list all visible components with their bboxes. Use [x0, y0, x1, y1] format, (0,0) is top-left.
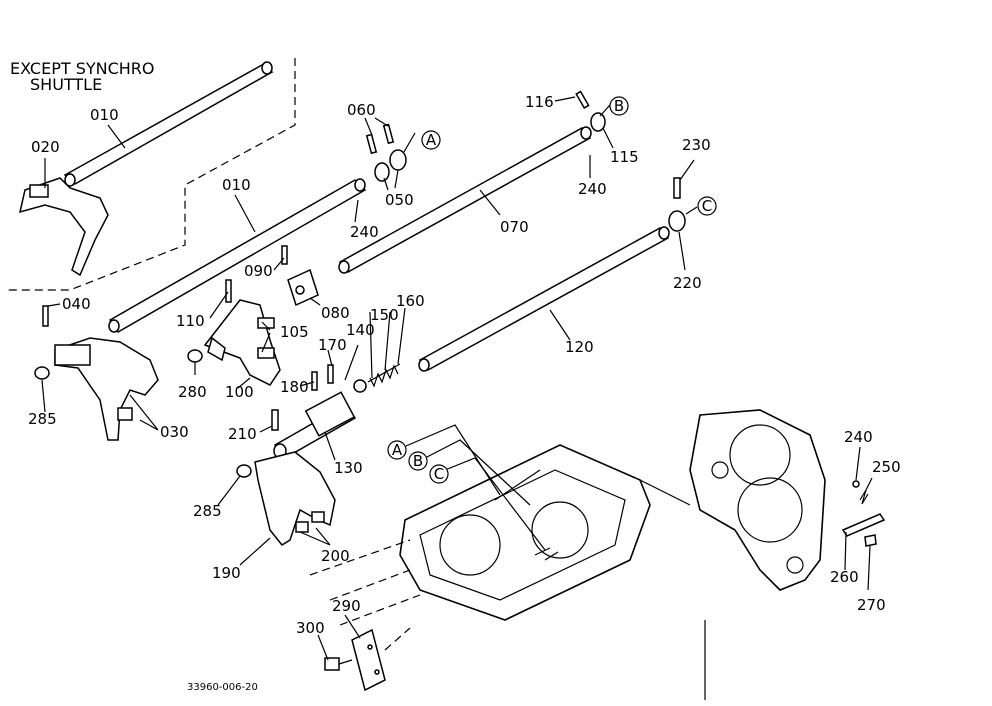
pins-170-180: [311, 364, 334, 391]
callout-070: 070: [500, 218, 529, 236]
callout-280: 280: [178, 383, 207, 401]
shaft-010-lower: [108, 178, 367, 334]
callout-210: 210: [228, 425, 257, 443]
ref-marker-c-case: C: [429, 464, 449, 484]
ref-marker-a-case: A: [387, 440, 407, 460]
callout-180: 180: [280, 378, 309, 396]
pin-040: [42, 305, 49, 327]
ref-marker-b-case: B: [408, 451, 428, 471]
callout-140: 140: [346, 321, 375, 339]
cover-290: [351, 627, 411, 692]
callout-200: 200: [321, 547, 350, 565]
plug-285-upper: [34, 366, 50, 380]
ref-a-case-label: A: [392, 441, 403, 459]
callout-040: 040: [62, 295, 91, 313]
callout-100: 100: [225, 383, 254, 401]
pin-116: [575, 90, 590, 109]
ref-b-case-label: B: [413, 452, 423, 470]
shaft-120: [418, 226, 670, 372]
parts-240-250-260-270: [841, 480, 886, 547]
ref-c-top-label: C: [702, 197, 712, 215]
fork-190: [254, 451, 336, 546]
block-080: [287, 268, 319, 307]
callout-120: 120: [565, 338, 594, 356]
fork-030: [54, 337, 159, 441]
ref-marker-a-top: A: [421, 130, 441, 150]
callout-010-lower: 010: [222, 176, 251, 194]
shaft-010-upper: [63, 61, 274, 187]
ref-a-top-label: A: [426, 131, 437, 149]
callout-060: 060: [347, 101, 376, 119]
callout-230: 230: [682, 136, 711, 154]
callout-160: 160: [396, 292, 425, 310]
callout-090: 090: [244, 262, 273, 280]
bolt-300: [324, 657, 353, 671]
pins-060: [365, 123, 395, 155]
fork-020: [18, 177, 109, 277]
transmission-case: [309, 444, 651, 626]
bushing-220: [668, 210, 686, 232]
bushing-115: [590, 112, 606, 132]
callout-240-a: 240: [350, 223, 379, 241]
pins-090-110: [225, 245, 288, 303]
callout-250: 250: [872, 458, 901, 476]
callout-030: 030: [160, 423, 189, 441]
callout-170: 170: [318, 336, 347, 354]
callout-270: 270: [857, 596, 886, 614]
callout-080: 080: [321, 304, 350, 322]
fork-100: [203, 299, 281, 386]
pin-230: [673, 177, 681, 199]
callout-240-c: 240: [844, 428, 873, 446]
callout-290: 290: [332, 597, 361, 615]
callout-110: 110: [176, 312, 205, 330]
plug-280: [187, 349, 203, 363]
pin-210: [271, 409, 279, 431]
callout-285-lower: 285: [193, 502, 222, 520]
ref-c-case-label: C: [434, 465, 444, 483]
drawing-number: 33960-006-20: [187, 682, 258, 693]
ref-marker-b-top: B: [609, 96, 629, 116]
callout-105: 105: [280, 323, 309, 341]
note-line-1: EXCEPT SYNCHRO: [10, 59, 155, 78]
callout-260: 260: [830, 568, 859, 586]
callout-220: 220: [673, 274, 702, 292]
callout-010-upper: 010: [90, 106, 119, 124]
shaft-130: [273, 391, 357, 459]
callout-300: 300: [296, 619, 325, 637]
except-synchro-boundary: [5, 58, 296, 291]
callout-130: 130: [334, 459, 363, 477]
note-line-2: SHUTTLE: [30, 75, 102, 94]
plug-285-lower: [236, 464, 252, 478]
callout-240-b: 240: [578, 180, 607, 198]
callout-050: 050: [385, 191, 414, 209]
ref-marker-c-top: C: [697, 196, 717, 216]
ref-b-top-label: B: [614, 97, 624, 115]
shaft-070: [338, 126, 592, 274]
bushings-050: [374, 149, 407, 182]
callout-285-upper: 285: [28, 410, 57, 428]
ball-140-spring-150-160: [353, 363, 401, 393]
callout-150: 150: [370, 306, 399, 324]
callout-020: 020: [31, 138, 60, 156]
leader-lines: [41, 96, 873, 661]
front-case: [639, 409, 826, 700]
callout-115: 115: [610, 148, 639, 166]
callout-190: 190: [212, 564, 241, 582]
callout-116: 116: [525, 93, 554, 111]
